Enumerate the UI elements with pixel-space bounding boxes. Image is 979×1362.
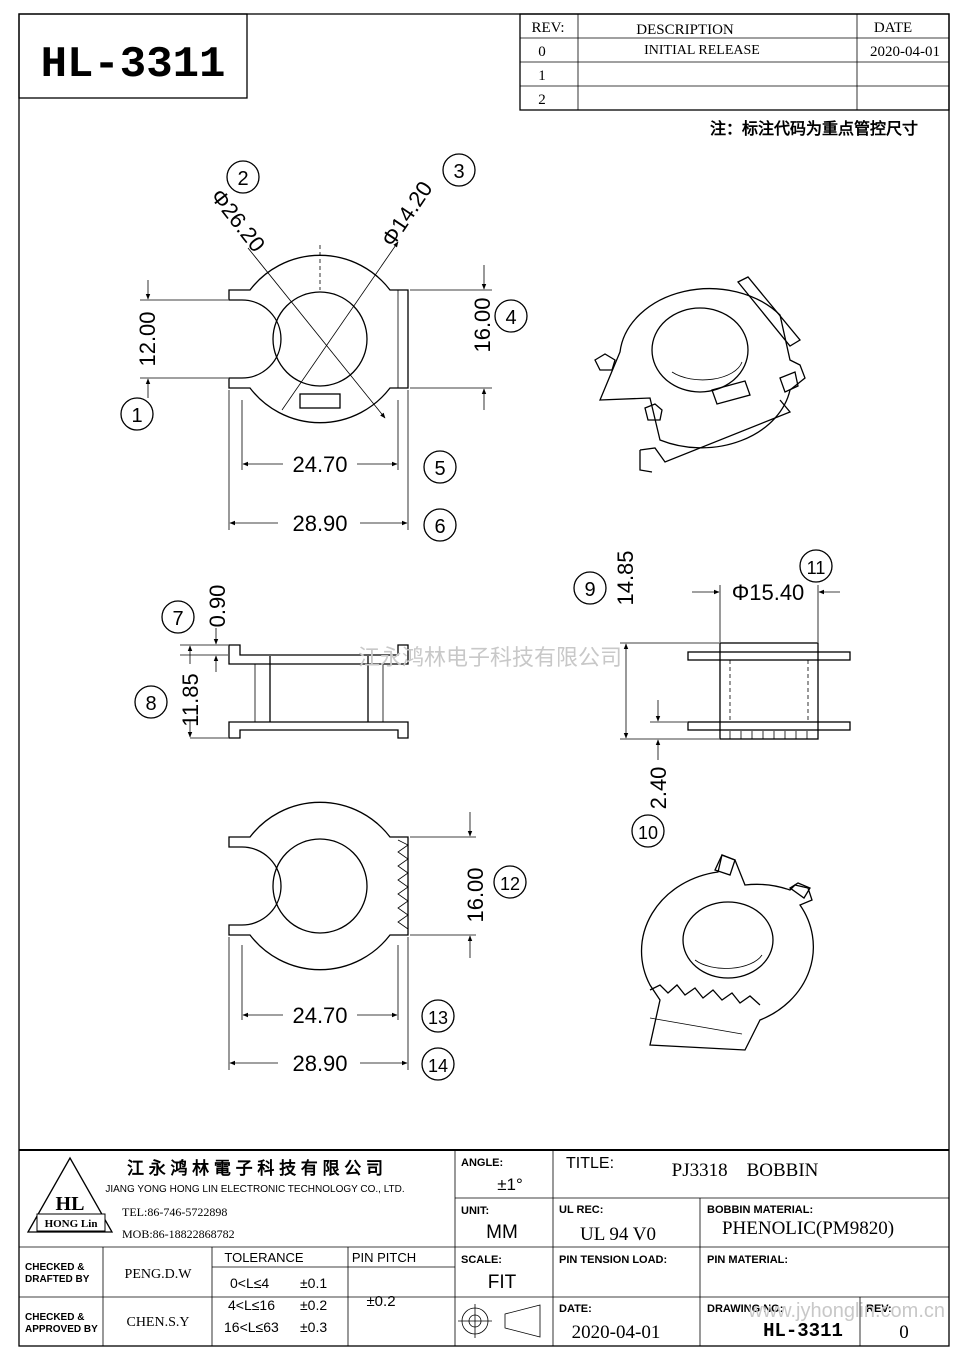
callout-2: 2: [237, 168, 248, 190]
dim-notch-12: 12.00: [135, 311, 160, 366]
callout-4: 4: [505, 307, 516, 329]
rev-row-0: 0: [538, 44, 546, 60]
tolerance-range-3: 16<L≤63: [224, 1319, 279, 1335]
rev-row-0-date: 2020-04-01: [870, 44, 940, 60]
dim-dia-14: Φ14.20: [376, 177, 437, 251]
revision-table: REV: DESCRIPTION DATE 0 INITIAL RELEASE …: [519, 13, 950, 111]
bobbin-material-label: BOBBIN MATERIAL:: [707, 1204, 813, 1216]
dim-height-16-top: 16.00: [470, 297, 495, 352]
tolerance-range-2: 4<L≤16: [228, 1297, 275, 1313]
dim-outer-width-top: 28.90: [292, 511, 347, 536]
dim-inner-width-top: 24.70: [292, 452, 347, 477]
callout-12: 12: [500, 874, 520, 894]
scale-label: SCALE:: [461, 1254, 502, 1266]
title-block: HL HONG Lin 江 永 鸿 林 電 子 科 技 有 限 公 司 JIAN…: [19, 1149, 949, 1346]
company-tel: TEL:86-746-5722898: [122, 1205, 227, 1219]
approved-by: CHEN.S.Y: [126, 1315, 189, 1330]
angle-label: ANGLE:: [461, 1157, 503, 1169]
part-code-box: HL-3311: [18, 13, 248, 99]
date-header: DATE: [874, 20, 912, 36]
dim-total-height-side: 11.85: [178, 673, 203, 726]
pin-pitch-value: ±0.2: [366, 1293, 395, 1310]
logo-text: HONG Lin: [45, 1218, 98, 1230]
dim-inner-width-bottom: 24.70: [292, 1003, 347, 1028]
company-name-cn: 江 永 鸿 林 電 子 科 技 有 限 公 司: [127, 1158, 383, 1178]
logo-mark: HL: [56, 1193, 85, 1215]
tolerance-value-3: ±0.3: [300, 1319, 327, 1335]
control-note: 注：标注代码为重点管控尺寸: [710, 119, 918, 138]
angle-value: ±1°: [497, 1175, 523, 1194]
dim-core-dia: Φ15.40: [732, 580, 805, 605]
drawing-no-value: HL-3311: [763, 1320, 843, 1342]
ul-value: UL 94 V0: [580, 1224, 656, 1245]
pin-pitch-label: PIN PITCH: [352, 1250, 416, 1265]
callout-13: 13: [428, 1008, 448, 1028]
dim-height-16-bottom: 16.00: [463, 867, 488, 922]
rev-row-0-description: INITIAL RELEASE: [644, 43, 760, 58]
callout-6: 6: [434, 516, 445, 538]
section-view: 14.85 Φ15.40 2.40: [613, 550, 851, 810]
callout-8: 8: [145, 693, 156, 715]
description-header: DESCRIPTION: [636, 22, 734, 38]
tolerance-value-1: ±0.1: [300, 1275, 327, 1291]
callout-5: 5: [434, 458, 445, 480]
bobbin-material-value: PHENOLIC(PM9820): [722, 1218, 894, 1239]
company-logo: HL HONG Lin: [26, 1156, 114, 1233]
tolerance-value-2: ±0.2: [300, 1297, 327, 1313]
dim-bottom-section: 2.40: [646, 767, 671, 810]
tolerance-label: TOLERANCE: [224, 1250, 304, 1265]
pin-material-label: PIN MATERIAL:: [707, 1254, 788, 1266]
checked-approved-label-2: APPROVED BY: [25, 1324, 98, 1335]
callout-10: 10: [638, 823, 658, 843]
scale-value: FIT: [488, 1272, 517, 1293]
callout-1: 1: [131, 405, 142, 427]
sheet-border: [18, 13, 950, 1347]
projection-symbol-icon: [458, 1304, 541, 1338]
callout-3: 3: [453, 161, 464, 183]
checked-drafted-label-2: DRAFTED BY: [25, 1274, 90, 1285]
isometric-view-top: [594, 276, 806, 473]
date-value: 2020-04-01: [572, 1322, 661, 1343]
side-view: 0.90 11.85: [178, 585, 409, 739]
drawing-no-label: DRAWING NO:: [707, 1303, 783, 1315]
watermark-url: www.jyhonglin.com.cn: [747, 1300, 945, 1322]
dim-dia-26: Φ26.20: [206, 184, 270, 257]
unit-value: MM: [486, 1222, 518, 1243]
bottom-view: 16.00 24.70 28.90: [228, 801, 488, 1076]
dim-flange-thick: 0.90: [205, 585, 230, 628]
rev-row-1: 1: [538, 68, 546, 84]
checked-drafted-label-1: CHECKED &: [25, 1262, 84, 1273]
part-code: HL-3311: [41, 40, 226, 90]
callout-7: 7: [172, 608, 183, 630]
rev-value: 0: [899, 1322, 909, 1343]
date-label: DATE:: [559, 1303, 592, 1315]
callouts: 1 2 3 4 5 6 7 8 9 10 11 12 13 14: [120, 153, 833, 1081]
company-name-en: JIANG YONG HONG LIN ELECTRONIC TECHNOLOG…: [105, 1184, 404, 1195]
dim-height-section: 14.85: [613, 550, 638, 605]
callout-14: 14: [428, 1056, 448, 1076]
title-label: TITLE:: [566, 1155, 614, 1172]
tolerance-range-1: 0<L≤4: [230, 1275, 269, 1291]
company-mob: MOB:86-18822868782: [122, 1227, 235, 1241]
watermark-company: 江永鸿林电子科技有限公司: [358, 645, 622, 670]
drafted-by: PENG.D.W: [125, 1267, 193, 1282]
checked-approved-label-1: CHECKED &: [25, 1312, 84, 1323]
rev-header: REV:: [531, 20, 564, 36]
title-value: PJ3318 BOBBIN: [672, 1160, 819, 1181]
unit-label: UNIT:: [461, 1205, 489, 1217]
rev-label: REV:: [866, 1303, 892, 1315]
callout-9: 9: [584, 579, 595, 601]
top-view: 12.00 16.00 Φ26.20 Φ14.20 24.70 28.90: [135, 177, 495, 536]
ul-label: UL REC:: [559, 1204, 603, 1216]
callout-11: 11: [807, 558, 826, 578]
isometric-view-bottom: [640, 854, 814, 1051]
dim-outer-width-bottom: 28.90: [292, 1051, 347, 1076]
rev-row-2: 2: [538, 92, 546, 108]
pin-tension-label: PIN TENSION LOAD:: [559, 1254, 667, 1266]
